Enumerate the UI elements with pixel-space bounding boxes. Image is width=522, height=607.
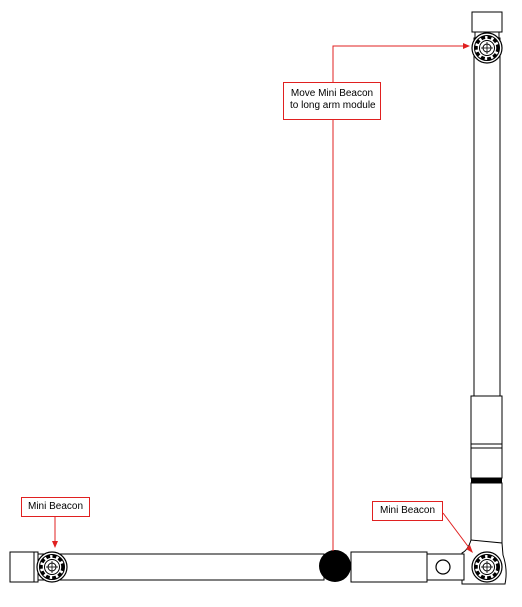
long-arm-collar (470, 395, 503, 445)
callout-leaders (52, 43, 473, 553)
long-arm-band (471, 478, 502, 483)
horizontal-arm-tube (37, 553, 325, 581)
callout-move-line1: Move Mini Beacon (290, 88, 374, 99)
mini-beacon-icon (35, 550, 69, 584)
callout-move-mini-beacon: Move Mini Beacon to long arm module (283, 82, 381, 120)
mini-beacon-icon (470, 550, 504, 584)
horizontal-arm (9, 550, 504, 584)
horizontal-arm-end-cap (9, 551, 35, 583)
hole-icon (435, 559, 451, 575)
callout-right-mini-beacon: Mini Beacon (372, 501, 443, 521)
callout-right-label: Mini Beacon (379, 505, 436, 516)
callout-left-mini-beacon: Mini Beacon (21, 497, 90, 517)
long-arm-tube (473, 37, 501, 397)
long-arm-module (461, 11, 507, 585)
black-joint-icon (319, 550, 351, 582)
right-callout-leader (442, 512, 471, 550)
callout-move-line2: to long arm module (290, 100, 376, 111)
mini-beacon-icon (470, 31, 504, 65)
long-arm-top-cap (471, 11, 503, 33)
horizontal-arm-sleeve (350, 551, 428, 583)
move-callout-leader (332, 45, 466, 82)
callout-left-label: Mini Beacon (28, 501, 84, 512)
